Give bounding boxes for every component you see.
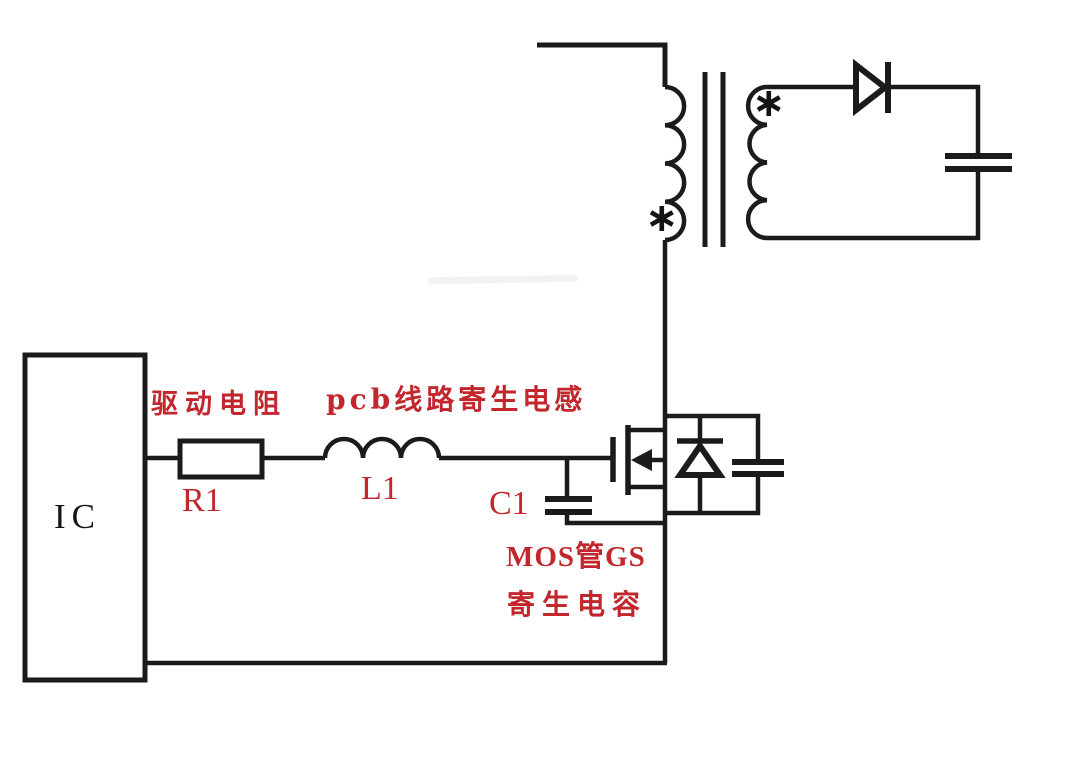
capacitor-ref-label: C1 xyxy=(489,485,529,522)
capacitor-c1-symbol xyxy=(545,458,665,526)
coss-capacitor-plates xyxy=(732,459,784,477)
mosfet-body-diode-loop xyxy=(665,413,784,516)
wire-diode-to-cap xyxy=(891,84,981,153)
secondary-diode-triangle xyxy=(853,58,890,117)
resistor-ref-label: R1 xyxy=(182,482,222,519)
mosfet-body-arrow xyxy=(631,449,652,471)
resistor-r1-body xyxy=(177,438,265,480)
ic-label: IC xyxy=(54,497,101,536)
inductor-ref-label: L1 xyxy=(361,470,399,507)
transformer-core-lines xyxy=(702,72,726,247)
ic-box xyxy=(22,352,148,683)
c1-plates xyxy=(545,496,592,515)
body-diode-triangle xyxy=(674,440,726,478)
transformer-primary-dot-marker: ∗ xyxy=(645,195,679,241)
transformer-symbol xyxy=(537,42,768,247)
transformer-secondary-winding xyxy=(745,84,768,241)
c1-bottom-lead xyxy=(564,512,665,526)
gs-capacitance-annotation-line1: MOS管GS xyxy=(506,541,646,573)
secondary-circuit xyxy=(767,58,1012,241)
mosfet-symbol xyxy=(610,425,665,495)
gs-capacitance-annotation-line2: 寄生电容 xyxy=(507,588,648,621)
wire-top-lead xyxy=(537,42,668,87)
wire-secondary-bottom xyxy=(767,169,981,241)
transformer-secondary-dot-marker: ∗ xyxy=(752,80,786,126)
pcb-inductance-annotation: pcb线路寄生电感 xyxy=(326,383,587,416)
inductor-l1-coils xyxy=(322,436,442,459)
transformer-primary-winding xyxy=(664,84,687,243)
output-capacitor-plates xyxy=(945,153,1012,172)
loop-outline xyxy=(665,413,761,516)
drive-resistor-annotation: 驱动电阻 xyxy=(151,389,287,420)
